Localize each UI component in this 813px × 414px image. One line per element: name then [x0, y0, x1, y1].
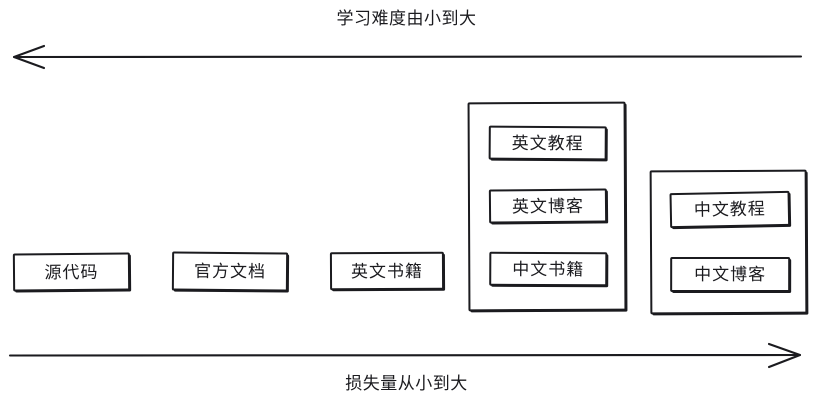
node-official-docs[interactable]: 官方文档	[171, 251, 289, 292]
bottom-axis-label: 损失量从小到大	[345, 374, 468, 393]
node-english-books[interactable]: 英文书籍	[329, 251, 445, 291]
node-english-books-label: 英文书籍	[350, 261, 424, 281]
node-chinese-blog[interactable]: 中文博客	[670, 256, 791, 293]
node-english-blog[interactable]: 英文博客	[488, 188, 608, 224]
group-english-resources[interactable]: 英文教程 英文博客 中文书籍	[467, 101, 627, 312]
bottom-arrow-right-icon	[8, 342, 802, 369]
node-source-code-label: 源代码	[44, 262, 99, 282]
node-english-tutorial-label: 英文教程	[511, 133, 584, 153]
node-chinese-blog-label: 中文博客	[694, 264, 767, 285]
group-chinese-resources[interactable]: 中文教程 中文博客	[649, 169, 808, 315]
node-english-blog-label: 英文博客	[511, 196, 585, 216]
node-source-code[interactable]: 源代码	[12, 252, 131, 292]
node-chinese-books[interactable]: 中文书籍	[489, 251, 608, 287]
top-arrow-left-icon	[12, 44, 803, 70]
node-english-tutorial[interactable]: 英文教程	[488, 125, 607, 161]
node-official-docs-label: 官方文档	[193, 261, 267, 282]
node-chinese-books-label: 中文书籍	[512, 259, 585, 279]
node-chinese-tutorial[interactable]: 中文教程	[669, 190, 791, 229]
node-chinese-tutorial-label: 中文教程	[693, 199, 767, 220]
top-axis-label: 学习难度由小到大	[336, 9, 477, 28]
